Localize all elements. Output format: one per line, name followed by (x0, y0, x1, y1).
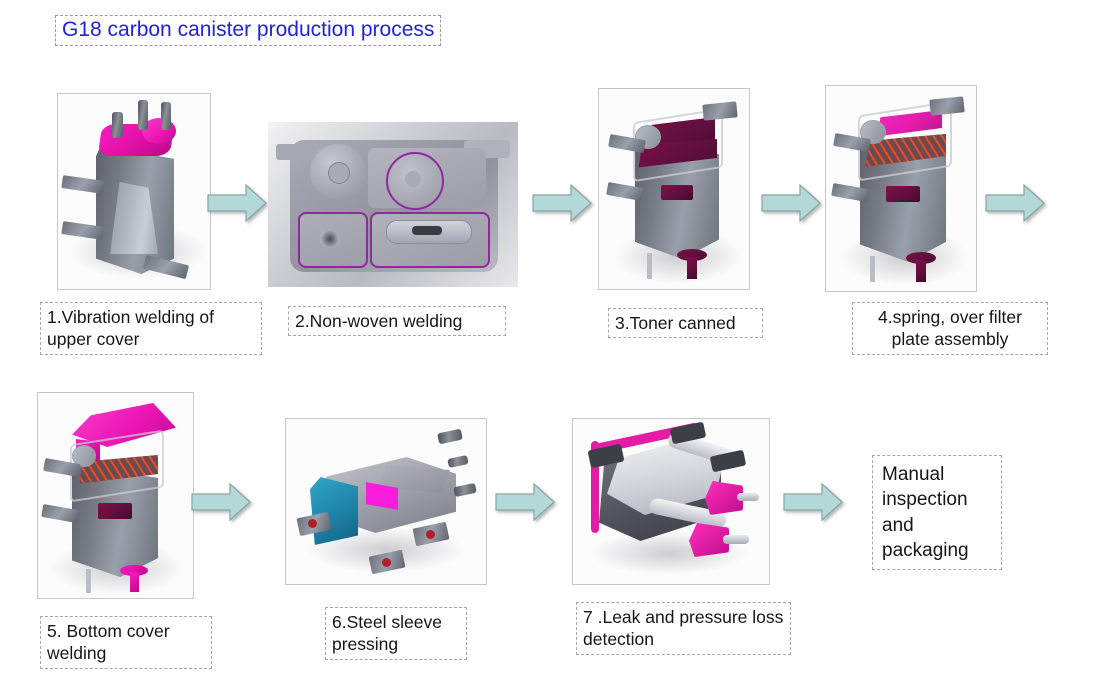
step-7-image (572, 418, 770, 585)
step-5-image (37, 392, 194, 599)
arrow-step-6-to-7 (494, 482, 556, 522)
page-title: G18 carbon canister production process (55, 15, 442, 47)
step-2-image (268, 122, 518, 287)
step-6-image (285, 418, 487, 585)
step-4-caption: 4.spring, over filter plate assembly (852, 302, 1048, 355)
arrow-step-7-to-final (782, 482, 844, 522)
step-1-image (57, 93, 211, 290)
arrow-step-3-to-4 (760, 183, 822, 223)
arrow-step-1-to-2 (206, 183, 268, 223)
step-1-caption: 1.Vibration welding of upper cover (40, 302, 262, 355)
arrow-step-5-to-6 (190, 482, 252, 522)
step-5-caption: 5. Bottom cover welding (40, 616, 212, 669)
step-4-image (825, 85, 977, 292)
arrow-step-4-to-5 (984, 183, 1046, 223)
final-step-box: Manual inspection and packaging (872, 455, 1002, 571)
step-3-caption: 3.Toner canned (608, 308, 763, 339)
step-3-image (598, 88, 750, 290)
step-2-caption: 2.Non-woven welding (288, 306, 506, 337)
arrow-step-2-to-3 (531, 183, 593, 223)
step-7-caption: 7 .Leak and pressure loss detection (576, 602, 791, 655)
step-6-caption: 6.Steel sleeve pressing (325, 607, 467, 660)
